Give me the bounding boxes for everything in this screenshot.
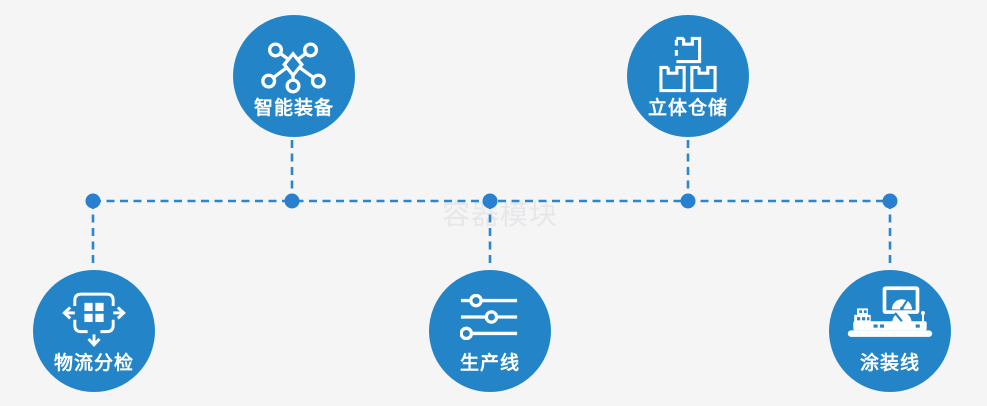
sorting-arrows-icon bbox=[62, 285, 126, 354]
node-label: 物流分检 bbox=[53, 353, 134, 374]
watermark-text: 容器模块 bbox=[442, 199, 559, 230]
node-smart-equipment: 智能装备 bbox=[233, 15, 355, 137]
node-production-line: 生产线 bbox=[429, 270, 551, 392]
node-logistics-sorting: 物流分检 bbox=[33, 270, 155, 392]
sliders-icon bbox=[459, 293, 520, 345]
node-label: 生产线 bbox=[459, 353, 520, 374]
stacked-boxes-icon bbox=[659, 36, 717, 98]
node-painting-line: 涂装线 bbox=[829, 270, 951, 392]
node-stereo-warehouse: 立体仓储 bbox=[627, 15, 749, 137]
junction-dots bbox=[85, 193, 898, 209]
node-label: 智能装备 bbox=[253, 98, 334, 119]
control-station-icon bbox=[846, 284, 934, 347]
node-label: 涂装线 bbox=[859, 353, 920, 374]
node-label: 立体仓储 bbox=[647, 98, 728, 119]
network-nodes-icon bbox=[257, 39, 331, 99]
